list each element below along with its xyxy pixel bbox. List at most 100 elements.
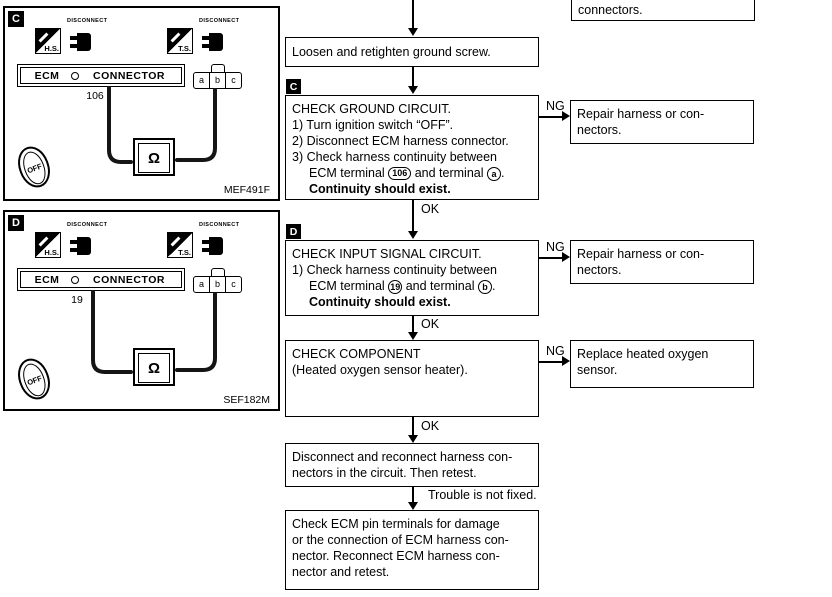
final-check-box: Check ECM pin terminals for damage or th… (285, 510, 539, 590)
top-partial-text: connectors. (578, 3, 643, 17)
pin-connector-tab (210, 268, 225, 276)
ng-label-2: NG (546, 240, 565, 254)
ok-arrow-1-head (408, 231, 418, 239)
ts-disconnect-group: T.S. DISCONNECT (165, 16, 281, 62)
check-ground-line1: 1) Turn ignition switch “OFF”. (292, 118, 454, 132)
ecm-terminal-circle-icon (71, 275, 79, 284)
repair-box-1-line1: Repair harness or con- (577, 107, 705, 121)
hs-label: H.S. (44, 44, 59, 53)
figure-code: SEF182M (223, 394, 270, 406)
ng-label-3: NG (546, 344, 565, 358)
check-ground-line3: 3) Check harness continuity between (292, 150, 497, 164)
repair-box-2-line2: nectors. (577, 263, 622, 277)
final-line4: nector and retest. (292, 565, 390, 579)
check-component-box: CHECK COMPONENT (Heated oxygen sensor he… (285, 340, 539, 417)
hs-disconnect-group: H.S. DISCONNECT (33, 16, 149, 62)
ecm-connector-bar-inner: ECM CONNECTOR (20, 67, 182, 84)
ok-arrow-2-line (412, 316, 414, 332)
reconnect-line2: nectors in the circuit. Then retest. (292, 466, 477, 480)
reconnect-line1: Disconnect and reconnect harness con- (292, 450, 513, 464)
pin-connector: a b c (193, 268, 242, 293)
ok-arrow-2-head (408, 332, 418, 340)
hs-label: H.S. (44, 248, 59, 257)
top-partial-repair-box: connectors. (571, 0, 755, 21)
ohmmeter: Ω (133, 138, 175, 176)
ecm-connector-bar: ECM CONNECTOR (17, 268, 185, 291)
ecm-connector-bar: ECM CONNECTOR (17, 64, 185, 87)
line4-pre: ECM terminal (309, 166, 385, 180)
line2-mid: and terminal (405, 279, 475, 293)
right-test-lead (175, 292, 217, 372)
pin-b: b (209, 277, 226, 292)
arrow-top-head (408, 28, 418, 36)
disconnect-label: DISCONNECT (199, 222, 240, 228)
ng-arrow-1-line (539, 116, 562, 118)
ok-arrow-1-line (412, 200, 414, 231)
line4-end: . (501, 166, 505, 180)
ok-label-1: OK (421, 202, 440, 216)
check-component-title: CHECK COMPONENT (292, 347, 421, 361)
check-input-box: CHECK INPUT SIGNAL CIRCUIT. 1) Check har… (285, 240, 539, 316)
terminal-19-badge: 19 (388, 280, 403, 294)
disconnect-plug-icon (202, 33, 223, 51)
check-input-line2: ECM terminal 19 and terminal b. (292, 278, 532, 294)
disconnect-label: DISCONNECT (199, 18, 240, 24)
ok-label-2: OK (421, 317, 440, 331)
ohmmeter: Ω (133, 348, 175, 386)
ground-screw-text: Loosen and retighten ground screw. (292, 45, 491, 59)
final-line1: Check ECM pin terminals for damage (292, 517, 500, 531)
final-line2: or the connection of ECM harness con- (292, 533, 509, 547)
terminal-106-badge: 106 (388, 167, 412, 180)
line2-pre: ECM terminal (309, 279, 385, 293)
ok-arrow-3-line (412, 417, 414, 435)
repair-box-2: Repair harness or con- nectors. (570, 240, 754, 284)
ng-arrow-3-line (539, 361, 562, 363)
check-input-line1: 1) Check harness continuity between (292, 263, 497, 277)
terminal-number: 106 (86, 90, 104, 102)
terminal-b-badge: b (477, 280, 492, 294)
ground-screw-box: Loosen and retighten ground screw. (285, 37, 539, 67)
disconnect-plug-icon (70, 237, 91, 255)
ecm-label: ECM (34, 273, 60, 286)
flow-label-c: C (286, 79, 301, 94)
right-test-lead (175, 88, 217, 162)
left-test-lead (91, 290, 133, 374)
check-ground-box: CHECK GROUND CIRCUIT. 1) Turn ignition s… (285, 95, 539, 200)
diagram-c: C H.S. DISCONNECT T.S. DISCONNECT ECM (3, 6, 280, 201)
replace-sensor-box: Replace heated oxygen sensor. (570, 340, 754, 388)
check-input-title: CHECK INPUT SIGNAL CIRCUIT. (292, 247, 482, 261)
ng-label-1: NG (546, 99, 565, 113)
hs-icon: H.S. (35, 232, 61, 258)
pin-row: a b c (193, 276, 242, 293)
disconnect-label: DISCONNECT (67, 18, 108, 24)
disconnect-plug-icon (202, 237, 223, 255)
line2-end: . (491, 279, 496, 293)
ok-label-3: OK (421, 419, 440, 433)
pin-c: c (231, 75, 236, 85)
hs-disconnect-group: H.S. DISCONNECT (33, 220, 149, 266)
hs-icon: H.S. (35, 28, 61, 54)
pin-b: b (209, 73, 226, 88)
check-component-line1: (Heated oxygen sensor heater). (292, 363, 468, 377)
test-lead-wires (91, 290, 217, 374)
ts-icon: T.S. (167, 28, 193, 54)
pin-a: a (198, 75, 204, 85)
repair-box-1: Repair harness or con- nectors. (570, 100, 754, 144)
arrow-to-c-line (412, 67, 414, 86)
ohm-symbol: Ω (138, 353, 170, 383)
line4-mid: and terminal (414, 166, 484, 180)
repair-box-2-line1: Repair harness or con- (577, 247, 705, 261)
trouble-label: Trouble is not fixed. (428, 488, 537, 502)
check-ground-title: CHECK GROUND CIRCUIT. (292, 102, 452, 116)
terminal-number: 19 (71, 294, 83, 306)
replace-sensor-line2: sensor. (577, 363, 618, 377)
replace-sensor-line1: Replace heated oxygen (577, 347, 709, 361)
final-line3: nector. Reconnect ECM harness con- (292, 549, 500, 563)
ecm-terminal-circle-icon (71, 71, 79, 80)
check-ground-line2: 2) Disconnect ECM harness connector. (292, 134, 509, 148)
pin-row: a b c (193, 72, 242, 89)
ng-arrow-1-head (562, 111, 570, 121)
ecm-connector-bar-inner: ECM CONNECTOR (20, 271, 182, 288)
repair-box-1-line2: nectors. (577, 123, 622, 137)
ts-label: T.S. (178, 44, 191, 53)
